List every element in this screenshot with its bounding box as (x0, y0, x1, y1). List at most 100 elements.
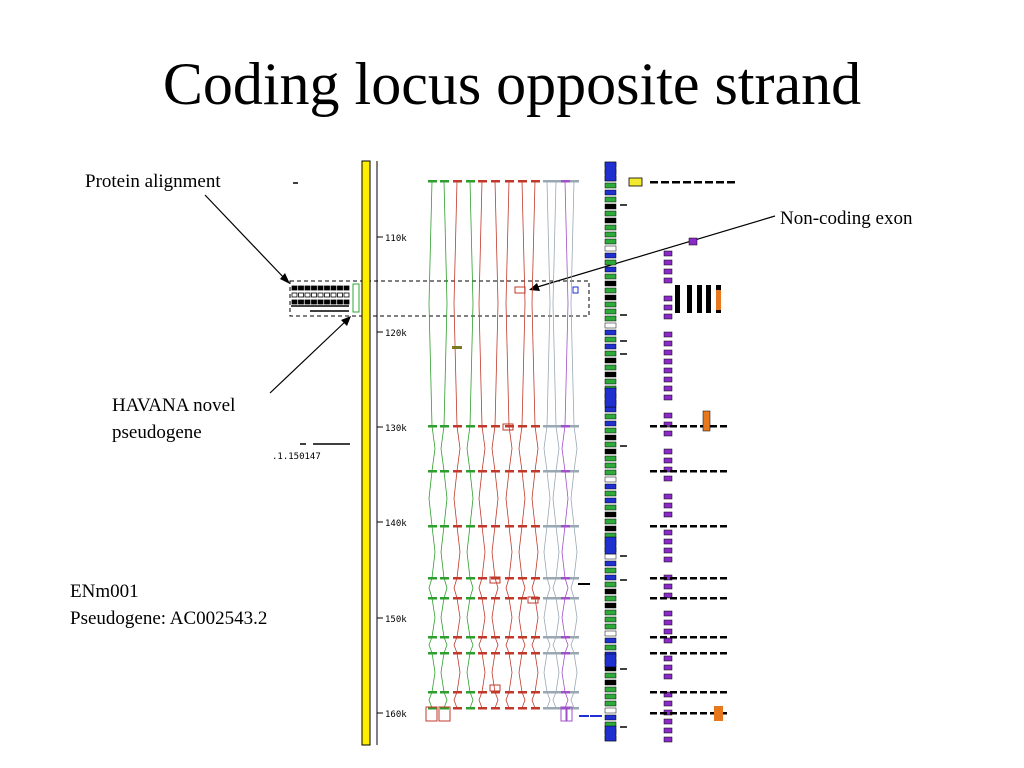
track-feature (604, 588, 617, 595)
track-feature (604, 693, 617, 700)
track-feature (663, 331, 673, 338)
transcript-exon (453, 652, 462, 655)
transcript-exon (505, 180, 514, 183)
protein-alignment-hit (330, 292, 337, 298)
track-feature (710, 577, 717, 580)
transcript-exon (478, 425, 487, 428)
transcript-exon (466, 180, 475, 183)
track-feature (604, 406, 617, 413)
track-feature (660, 525, 667, 528)
transcript-exon (466, 577, 475, 580)
transcript-exon (440, 577, 449, 580)
exon-outline (502, 423, 514, 431)
track-feature (663, 628, 673, 635)
protein-alignment-hit (343, 292, 350, 298)
track-feature (680, 525, 687, 528)
track-feature (663, 556, 673, 563)
transcript-exon (491, 597, 500, 600)
track-feature (716, 181, 724, 184)
transcript-exon (440, 425, 449, 428)
pseudogene-label: Pseudogene: AC002543.2 (70, 608, 268, 629)
track-feature (720, 691, 727, 694)
track-feature (604, 378, 617, 385)
transcript-exon (478, 525, 487, 528)
transcript-exon (505, 425, 514, 428)
track-feature (604, 203, 617, 210)
track-feature (663, 304, 673, 311)
transcript-exon (428, 597, 437, 600)
transcript-exon (453, 636, 462, 639)
exon-outline (489, 684, 501, 692)
track-feature (663, 673, 673, 680)
transcript-exon (552, 597, 561, 600)
transcript-exon (543, 691, 552, 694)
track-feature (710, 425, 717, 428)
transcript-exon (561, 597, 570, 600)
track-feature (690, 470, 697, 473)
transcript-exon (552, 707, 561, 710)
transcript-exon (531, 652, 540, 655)
track-feature (710, 597, 717, 600)
transcript-exon (543, 577, 552, 580)
track-feature (604, 653, 617, 668)
track-feature (690, 525, 697, 528)
track-feature (663, 664, 673, 671)
transcript-exon (531, 707, 540, 710)
transcript-exon (440, 707, 449, 710)
transcript-exon (543, 470, 552, 473)
track-feature (604, 273, 617, 280)
protein-alignment-hit (337, 299, 343, 305)
transcript-exon (561, 691, 570, 694)
track-feature (663, 250, 673, 257)
track-feature (660, 691, 667, 694)
track-feature (604, 483, 617, 490)
transcript-exon (518, 597, 527, 600)
transcript-exon (570, 180, 579, 183)
transcript-exon (466, 636, 475, 639)
track-feature (660, 597, 667, 600)
slide-title: Coding locus opposite strand (162, 51, 862, 117)
transcript-exon (561, 525, 570, 528)
transcript-intron-line (543, 180, 551, 709)
non-coding-exon-arrow (533, 215, 776, 289)
transcript-exon (543, 425, 552, 428)
transcript-exon (570, 577, 579, 580)
track-feature (660, 636, 667, 639)
track-feature (604, 525, 617, 532)
track-feature (663, 655, 673, 662)
protein-alignment-label: Protein alignment (85, 171, 221, 192)
protein-alignment-hit (298, 285, 304, 291)
track-feature (663, 718, 673, 725)
transcript-exon (453, 691, 462, 694)
track-feature (705, 181, 713, 184)
transcript-exon (505, 707, 514, 710)
track-feature (660, 712, 667, 715)
track-feature (663, 277, 673, 284)
track-feature (727, 181, 735, 184)
transcript-exon (552, 577, 561, 580)
track-feature (663, 700, 673, 707)
track-feature (604, 469, 617, 476)
track-feature (604, 462, 617, 469)
transcript-exon (505, 636, 514, 639)
transcript-exon (440, 525, 449, 528)
transcript-exon (518, 636, 527, 639)
track-feature (670, 525, 677, 528)
track-feature (604, 357, 617, 364)
transcript-exon (428, 470, 437, 473)
transcript-exon (478, 691, 487, 694)
transcript-exon (466, 691, 475, 694)
transcript-exon (428, 425, 437, 428)
track-feature (663, 367, 673, 374)
scale-tick-label: 110k (385, 234, 407, 244)
transcript-intron-line (561, 180, 569, 709)
protein-alignment-hit (311, 285, 317, 291)
transcript-intron-line (428, 180, 436, 709)
track-feature (687, 285, 692, 313)
protein-alignment-hit (304, 292, 311, 298)
track-feature (604, 434, 617, 441)
protein-alignment-hit (311, 292, 317, 298)
transcript-exon (543, 707, 552, 710)
protein-alignment-hit (317, 285, 324, 291)
transcript-intron-line (505, 180, 513, 709)
